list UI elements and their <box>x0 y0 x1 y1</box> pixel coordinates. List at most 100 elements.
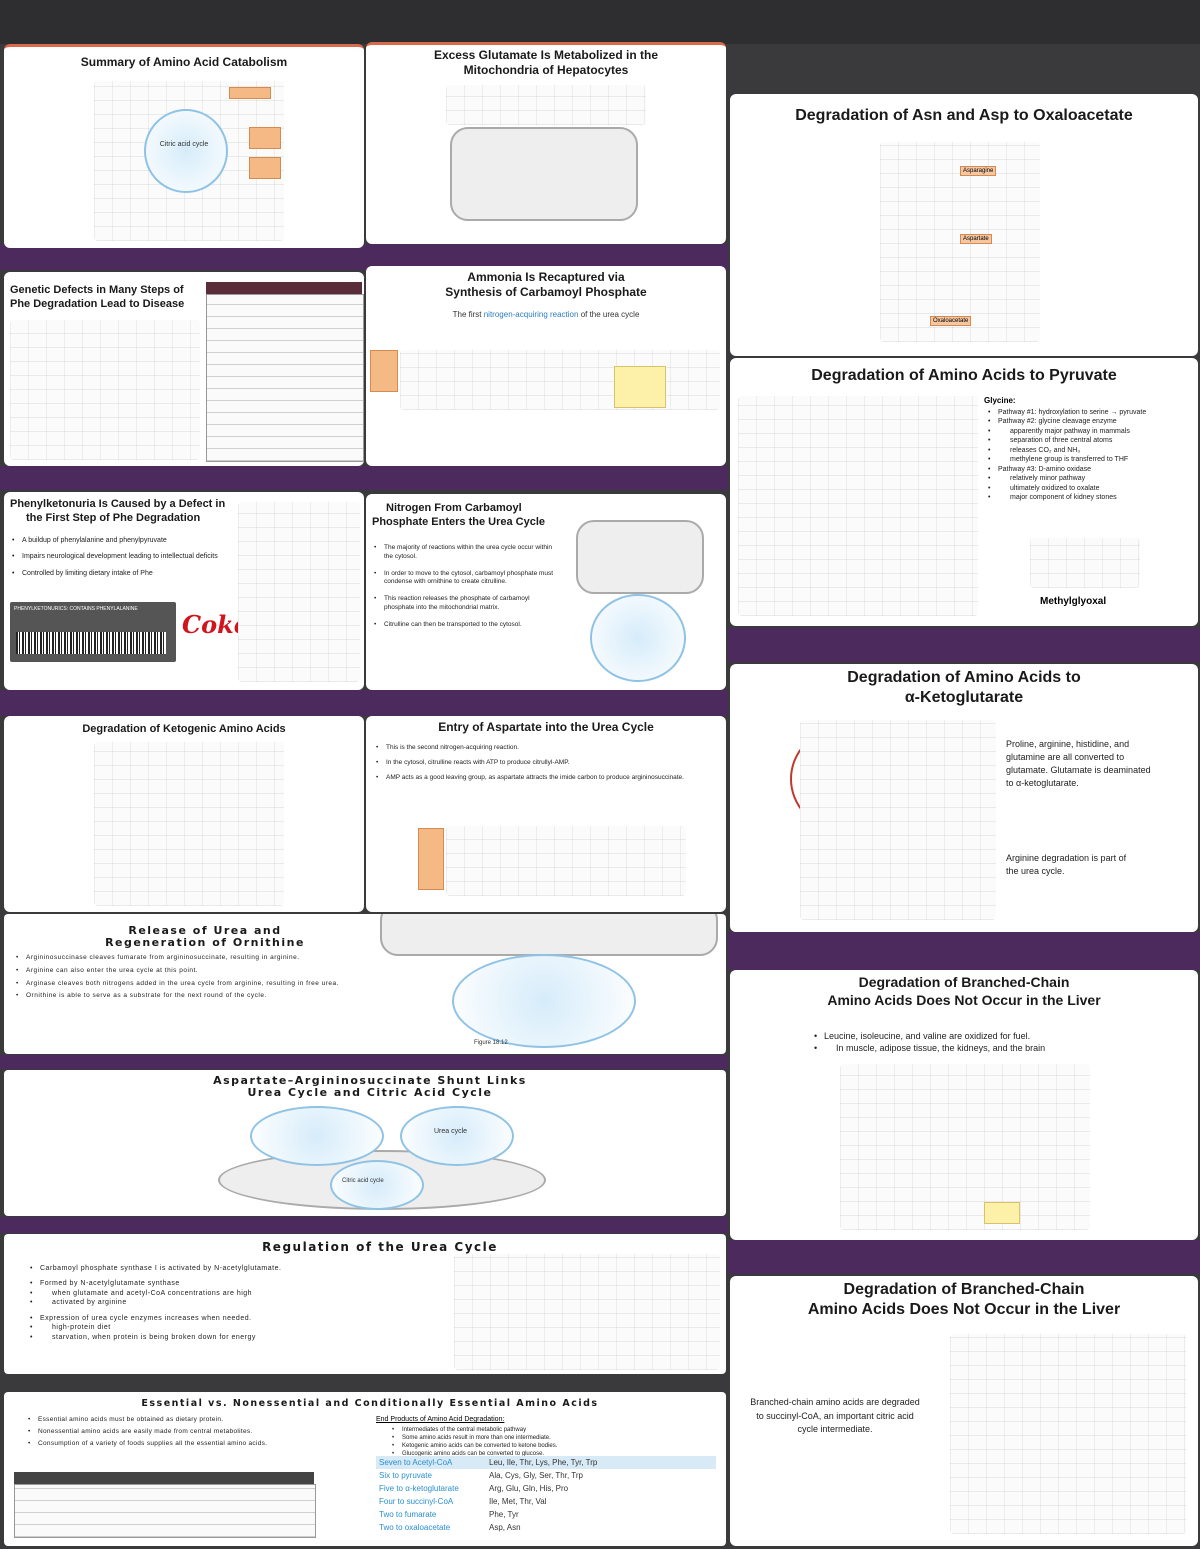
bullet: The majority of reactions within the ure… <box>374 544 559 562</box>
carbamoyl-reaction-figure <box>400 350 720 410</box>
product-cell: Six to pyruvate <box>379 1471 432 1480</box>
slide-urea-cycle-regulation[interactable]: Regulation of the Urea Cycle Carbamoyl p… <box>4 1234 726 1374</box>
separator-strip <box>0 1055 728 1069</box>
urea-cycle-circle <box>590 594 686 682</box>
separator-strip <box>728 1240 1200 1274</box>
sub-bullet: starvation, when protein is being broken… <box>30 1333 440 1343</box>
bullet: This reaction releases the phosphate of … <box>374 595 559 613</box>
sub-bullet: In muscle, adipose tissue, the kidneys, … <box>814 1042 1184 1054</box>
slide-title-line1: Phenylketonuria Is Caused by a Defect in <box>10 498 226 510</box>
product-box <box>614 366 666 408</box>
slide-amino-acid-catabolism-summary[interactable]: Summary of Amino Acid Catabolism Citric … <box>4 44 364 248</box>
slide-aspartate-argininosuccinate-shunt[interactable]: Aspartate–Argininosuccinate Shunt Links … <box>4 1070 726 1216</box>
slide-nitrogen-enters-urea-cycle[interactable]: Nitrogen From Carbamoyl Phosphate Enters… <box>366 494 726 690</box>
slide-title-line1: Degradation of Amino Acids to <box>847 669 1081 686</box>
disease-box <box>984 1202 1020 1224</box>
slide-title-line2: Phe Degradation Lead to Disease <box>10 297 185 310</box>
subtitle-pre: The first <box>452 310 484 319</box>
bcaa-figure <box>840 1064 1090 1230</box>
slide-carbamoyl-phosphate-synthesis[interactable]: Ammonia Is Recaptured via Synthesis of C… <box>366 266 726 466</box>
bullet: Consumption of a variety of foods suppli… <box>28 1440 358 1449</box>
slide-degradation-to-pyruvate[interactable]: Degradation of Amino Acids to Pyruvate G… <box>730 358 1198 626</box>
bullet: Carbamoyl phosphate synthase I is activa… <box>30 1264 440 1274</box>
slide-aspartate-entry[interactable]: Entry of Aspartate into the Urea Cycle T… <box>366 716 726 912</box>
phe-pathway-figure <box>10 320 200 460</box>
urea-cycle-bullets: The majority of reactions within the ure… <box>370 544 559 629</box>
atp-box <box>370 350 398 392</box>
mitochondrion-shape <box>450 127 638 221</box>
slide-title-line2: Amino Acids Does Not Occur in the Liver <box>807 1301 1121 1318</box>
regulation-bullets: Carbamoyl phosphate synthase I is activa… <box>26 1264 440 1343</box>
slide-title-line1: Aspartate–Argininosuccinate Shunt Links <box>213 1074 527 1087</box>
bullet: Nonessential amino acids are easily made… <box>28 1428 358 1437</box>
oxaloacetate-label: Oxaloacetate <box>930 316 972 326</box>
bullet: Pathway #1: hydroxylation to serine → py… <box>988 408 1198 418</box>
slide-title: Degradation of Asn and Asp to Oxaloaceta… <box>795 107 1133 124</box>
bullet: Intermediates of the central metabolic p… <box>392 1426 726 1434</box>
citric-acid-cycle-circle <box>330 1160 424 1210</box>
slide-title-line1: Nitrogen From Carbamoyl <box>386 502 522 514</box>
sub-bullet: major component of kidney stones <box>988 493 1198 503</box>
slide-essential-amino-acids[interactable]: Essential vs. Nonessential and Condition… <box>4 1392 726 1546</box>
end-products-heading: End Products of Amino Acid Degradation: <box>376 1416 505 1423</box>
slide-phenylketonuria[interactable]: Phenylketonuria Is Caused by a Defect in… <box>4 492 364 690</box>
slide-branched-chain-1[interactable]: Degradation of Branched-Chain Amino Acid… <box>730 970 1198 1240</box>
sub-bullet: separation of three central atoms <box>988 436 1198 446</box>
methylglyoxal-structure <box>1030 538 1140 588</box>
bullet: Pathway #2: glycine cleavage enzyme <box>988 417 1198 427</box>
phe-structures-figure <box>238 502 360 682</box>
bullet: AMP acts as a good leaving group, as asp… <box>376 774 726 783</box>
regulation-figure <box>454 1254 720 1370</box>
slide-branched-chain-2[interactable]: Degradation of Branched-Chain Amino Acid… <box>730 1276 1198 1546</box>
amino-acids-cell: Phe, Tyr <box>489 1510 519 1519</box>
slide-phe-genetic-defects[interactable]: Genetic Defects in Many Steps of Phe Deg… <box>4 272 364 466</box>
slide-title: Essential vs. Nonessential and Condition… <box>141 1398 599 1409</box>
separator-strip <box>0 690 728 716</box>
slide-title-line2: α-Ketoglutarate <box>904 689 1024 706</box>
figure-caption: Figure 18.12 <box>474 1040 508 1046</box>
citric-acid-cycle-label: Citric acid cycle <box>342 1178 384 1184</box>
slide-urea-release[interactable]: Release of Urea and Regeneration of Orni… <box>4 914 726 1054</box>
bullet: Formed by N-acetylglutamate synthase <box>30 1279 440 1289</box>
pku-bullets: A buildup of phenylalanine and phenylpyr… <box>8 536 222 579</box>
aspartate-label: Aspartate <box>960 234 992 244</box>
bullet: Pathway #3: D-amino oxidase <box>988 465 1198 475</box>
separator-strip <box>728 628 1200 662</box>
bullet: Glucogenic amino acids can be converted … <box>392 1450 726 1458</box>
subtitle-link: nitrogen-acquiring reaction <box>483 310 579 319</box>
slide-degradation-to-alpha-ketoglutarate[interactable]: Degradation of Amino Acids to α-Ketoglut… <box>730 664 1198 932</box>
product-cell: Seven to Acetyl-CoA <box>379 1458 453 1467</box>
warning-text: PHENYLKETONURICS: CONTAINS PHENYLALANINE <box>14 606 138 612</box>
urea-cycle-circle <box>400 1106 514 1166</box>
separator-strip <box>728 932 1200 970</box>
amino-acid-table <box>14 1484 316 1538</box>
bullet: Essential amino acids must be obtained a… <box>28 1416 358 1425</box>
urea-release-bullets: Argininosuccinase cleaves fumarate from … <box>12 954 386 1001</box>
slide-ketogenic-degradation[interactable]: Degradation of Ketogenic Amino Acids <box>4 716 364 912</box>
bullet: Controlled by limiting dietary intake of… <box>12 569 222 579</box>
sub-bullet: activated by arginine <box>30 1298 440 1308</box>
sub-bullet: high-protein diet <box>30 1323 440 1333</box>
arginine-text: Arginine degradation is part of the urea… <box>1006 853 1127 877</box>
slide-title: Summary of Amino Acid Catabolism <box>80 55 288 69</box>
amino-acid-box <box>229 87 271 99</box>
disease-table <box>206 294 364 462</box>
amino-acids-cell: Asp, Asn <box>489 1523 521 1532</box>
pyruvate-figure <box>738 396 978 616</box>
slide-title-line1: Degradation of Branched-Chain <box>858 974 1070 990</box>
amino-acids-cell: Arg, Glu, Gln, His, Pro <box>489 1484 569 1493</box>
slide-excess-glutamate[interactable]: Excess Glutamate Is Metabolized in the M… <box>366 42 726 244</box>
slide-asn-asp-degradation[interactable]: Degradation of Asn and Asp to Oxaloaceta… <box>730 94 1198 356</box>
succinyl-coa-figure <box>950 1334 1186 1534</box>
slide-title-line2: Mitochondria of Hepatocytes <box>463 63 629 77</box>
bullet: Argininosuccinase cleaves fumarate from … <box>16 954 386 963</box>
slide-title-line1: Genetic Defects in Many Steps of <box>10 284 184 296</box>
slide-title-line1: Degradation of Branched-Chain <box>843 1281 1085 1298</box>
bullet: A buildup of phenylalanine and phenylpyr… <box>12 536 222 546</box>
bullet: This is the second nitrogen-acquiring re… <box>376 744 726 753</box>
amino-acids-cell: Ile, Met, Thr, Val <box>489 1497 547 1506</box>
end-product-bullets: Intermediates of the central metabolic p… <box>388 1426 726 1458</box>
slide-title-line2: Amino Acids Does Not Occur in the Liver <box>827 991 1101 1008</box>
slide-title-line2: the First Step of Phe Degradation <box>26 511 201 524</box>
